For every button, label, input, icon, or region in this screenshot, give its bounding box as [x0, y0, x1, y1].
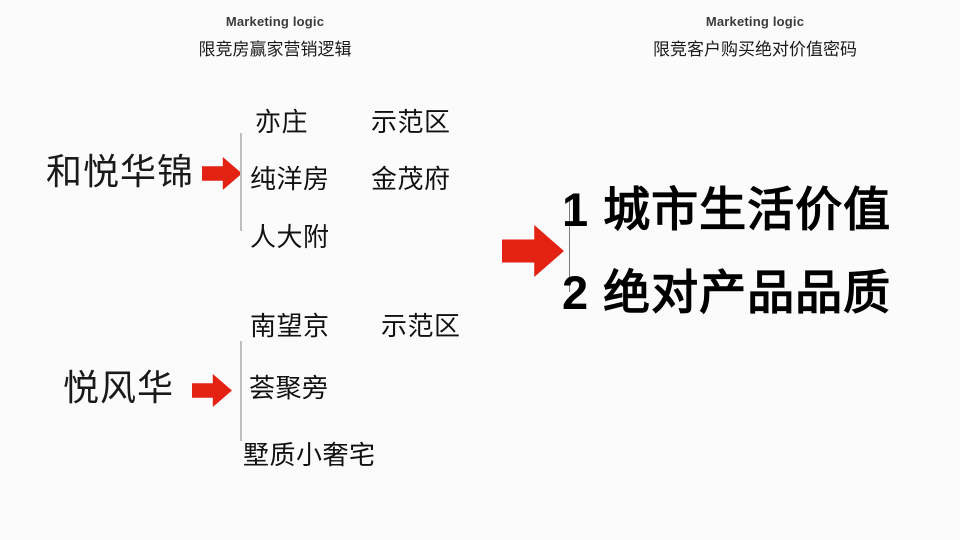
attribute-heyuehuajin-row3-col1: 人大附 — [250, 222, 330, 252]
attribute-yuefenghua-row2-col1: 荟聚旁 — [249, 373, 329, 403]
left-header-cn-title: 限竞房赢家营销逻辑 — [198, 40, 352, 59]
attribute-heyuehuajin-row1-col1: 亦庄 — [255, 107, 309, 137]
right-header-cn-title: 限竞客户购买绝对价值密码 — [653, 40, 857, 59]
attribute-heyuehuajin-row1-col2: 示范区 — [371, 107, 451, 137]
conclusion-text-2: 绝对产品品质 — [603, 266, 892, 319]
right-arrow-icon-conclusion — [502, 225, 564, 277]
conclusion-number-1: 1 — [562, 183, 590, 236]
conclusion-text-1: 城市生活价值 — [603, 183, 892, 236]
right-header: Marketing logic 限竞客户购买绝对价值密码 — [575, 14, 935, 61]
right-arrow-icon-heyuehuajin — [202, 157, 242, 190]
divider-yuefenghua — [240, 341, 242, 441]
attribute-yuefenghua-row3-col1: 墅质小奢宅 — [243, 440, 376, 470]
divider-conclusion — [569, 196, 570, 292]
conclusion-number-2: 2 — [562, 266, 590, 319]
attribute-heyuehuajin-row2-col1: 纯洋房 — [250, 164, 330, 194]
project-label-heyuehuajin: 和悦华锦 — [46, 151, 195, 192]
attribute-yuefenghua-row1-col2: 示范区 — [381, 311, 461, 341]
divider-heyuehuajin — [240, 133, 242, 231]
left-header: Marketing logic 限竞房赢家营销逻辑 — [115, 14, 435, 61]
right-arrow-icon-yuefenghua — [192, 374, 232, 407]
right-header-en-label: Marketing logic — [705, 14, 805, 29]
left-header-en-label: Marketing logic — [225, 14, 325, 29]
attribute-yuefenghua-row1-col1: 南望京 — [250, 311, 330, 341]
project-label-yuefenghua: 悦风华 — [63, 367, 175, 408]
attribute-heyuehuajin-row2-col2: 金茂府 — [371, 164, 451, 194]
